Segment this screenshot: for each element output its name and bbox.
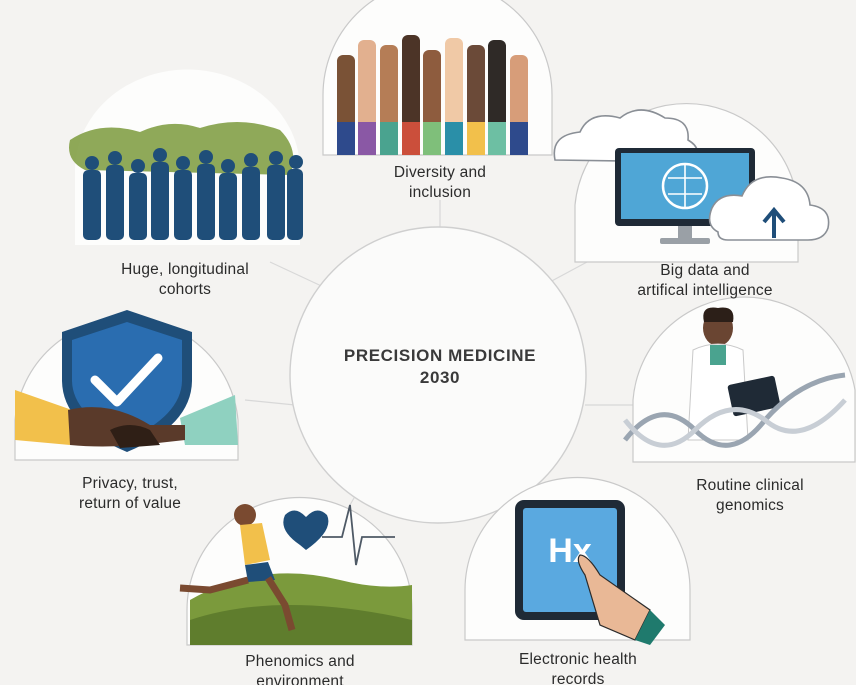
- tablet-icon: Hx: [464, 476, 691, 645]
- label-diversity: Diversity and inclusion: [340, 163, 540, 203]
- dna-helix-icon: [623, 372, 847, 448]
- label-big-data-line2: artifical intelligence: [637, 282, 773, 299]
- label-privacy-line2: return of value: [78, 495, 182, 512]
- heart-pulse-icon: [283, 504, 395, 566]
- label-genomics: Routine clinical genomics: [655, 476, 845, 516]
- raised-hands-icon: [322, 0, 553, 156]
- label-phenomics-line2: environment: [256, 673, 344, 685]
- center-title: PRECISION MEDICINE 2030: [290, 345, 590, 389]
- center-title-line2: 2030: [419, 368, 461, 387]
- label-diversity-line1: Diversity and: [393, 164, 487, 181]
- label-ehr-line2: records: [551, 671, 605, 685]
- label-ehr-line1: Electronic health: [519, 651, 637, 668]
- label-genomics-line1: Routine clinical: [696, 477, 804, 494]
- label-phenomics: Phenomics and environment: [200, 652, 400, 685]
- handshake-icon: [15, 390, 238, 448]
- label-privacy: Privacy, trust, return of value: [40, 474, 220, 514]
- label-privacy-line1: Privacy, trust,: [82, 475, 178, 492]
- world-population-icon: [69, 69, 303, 245]
- label-cohorts: Huge, longitudinal cohorts: [85, 260, 285, 300]
- label-phenomics-line1: Phenomics and: [245, 653, 355, 670]
- label-ehr: Electronic health records: [478, 650, 678, 685]
- label-cohorts-line1: Huge, longitudinal: [121, 261, 249, 278]
- center-title-line1: PRECISION MEDICINE: [343, 346, 537, 365]
- center-circle: [289, 226, 587, 524]
- label-big-data: Big data and artifical intelligence: [595, 261, 815, 301]
- label-cohorts-line2: cohorts: [158, 281, 212, 298]
- cloud-upload-icon: [708, 176, 830, 241]
- doctor-icon: [632, 296, 856, 463]
- runner-icon: [179, 496, 413, 646]
- label-big-data-line1: Big data and: [660, 262, 750, 279]
- label-genomics-line2: genomics: [716, 497, 784, 514]
- label-diversity-line2: inclusion: [408, 184, 472, 201]
